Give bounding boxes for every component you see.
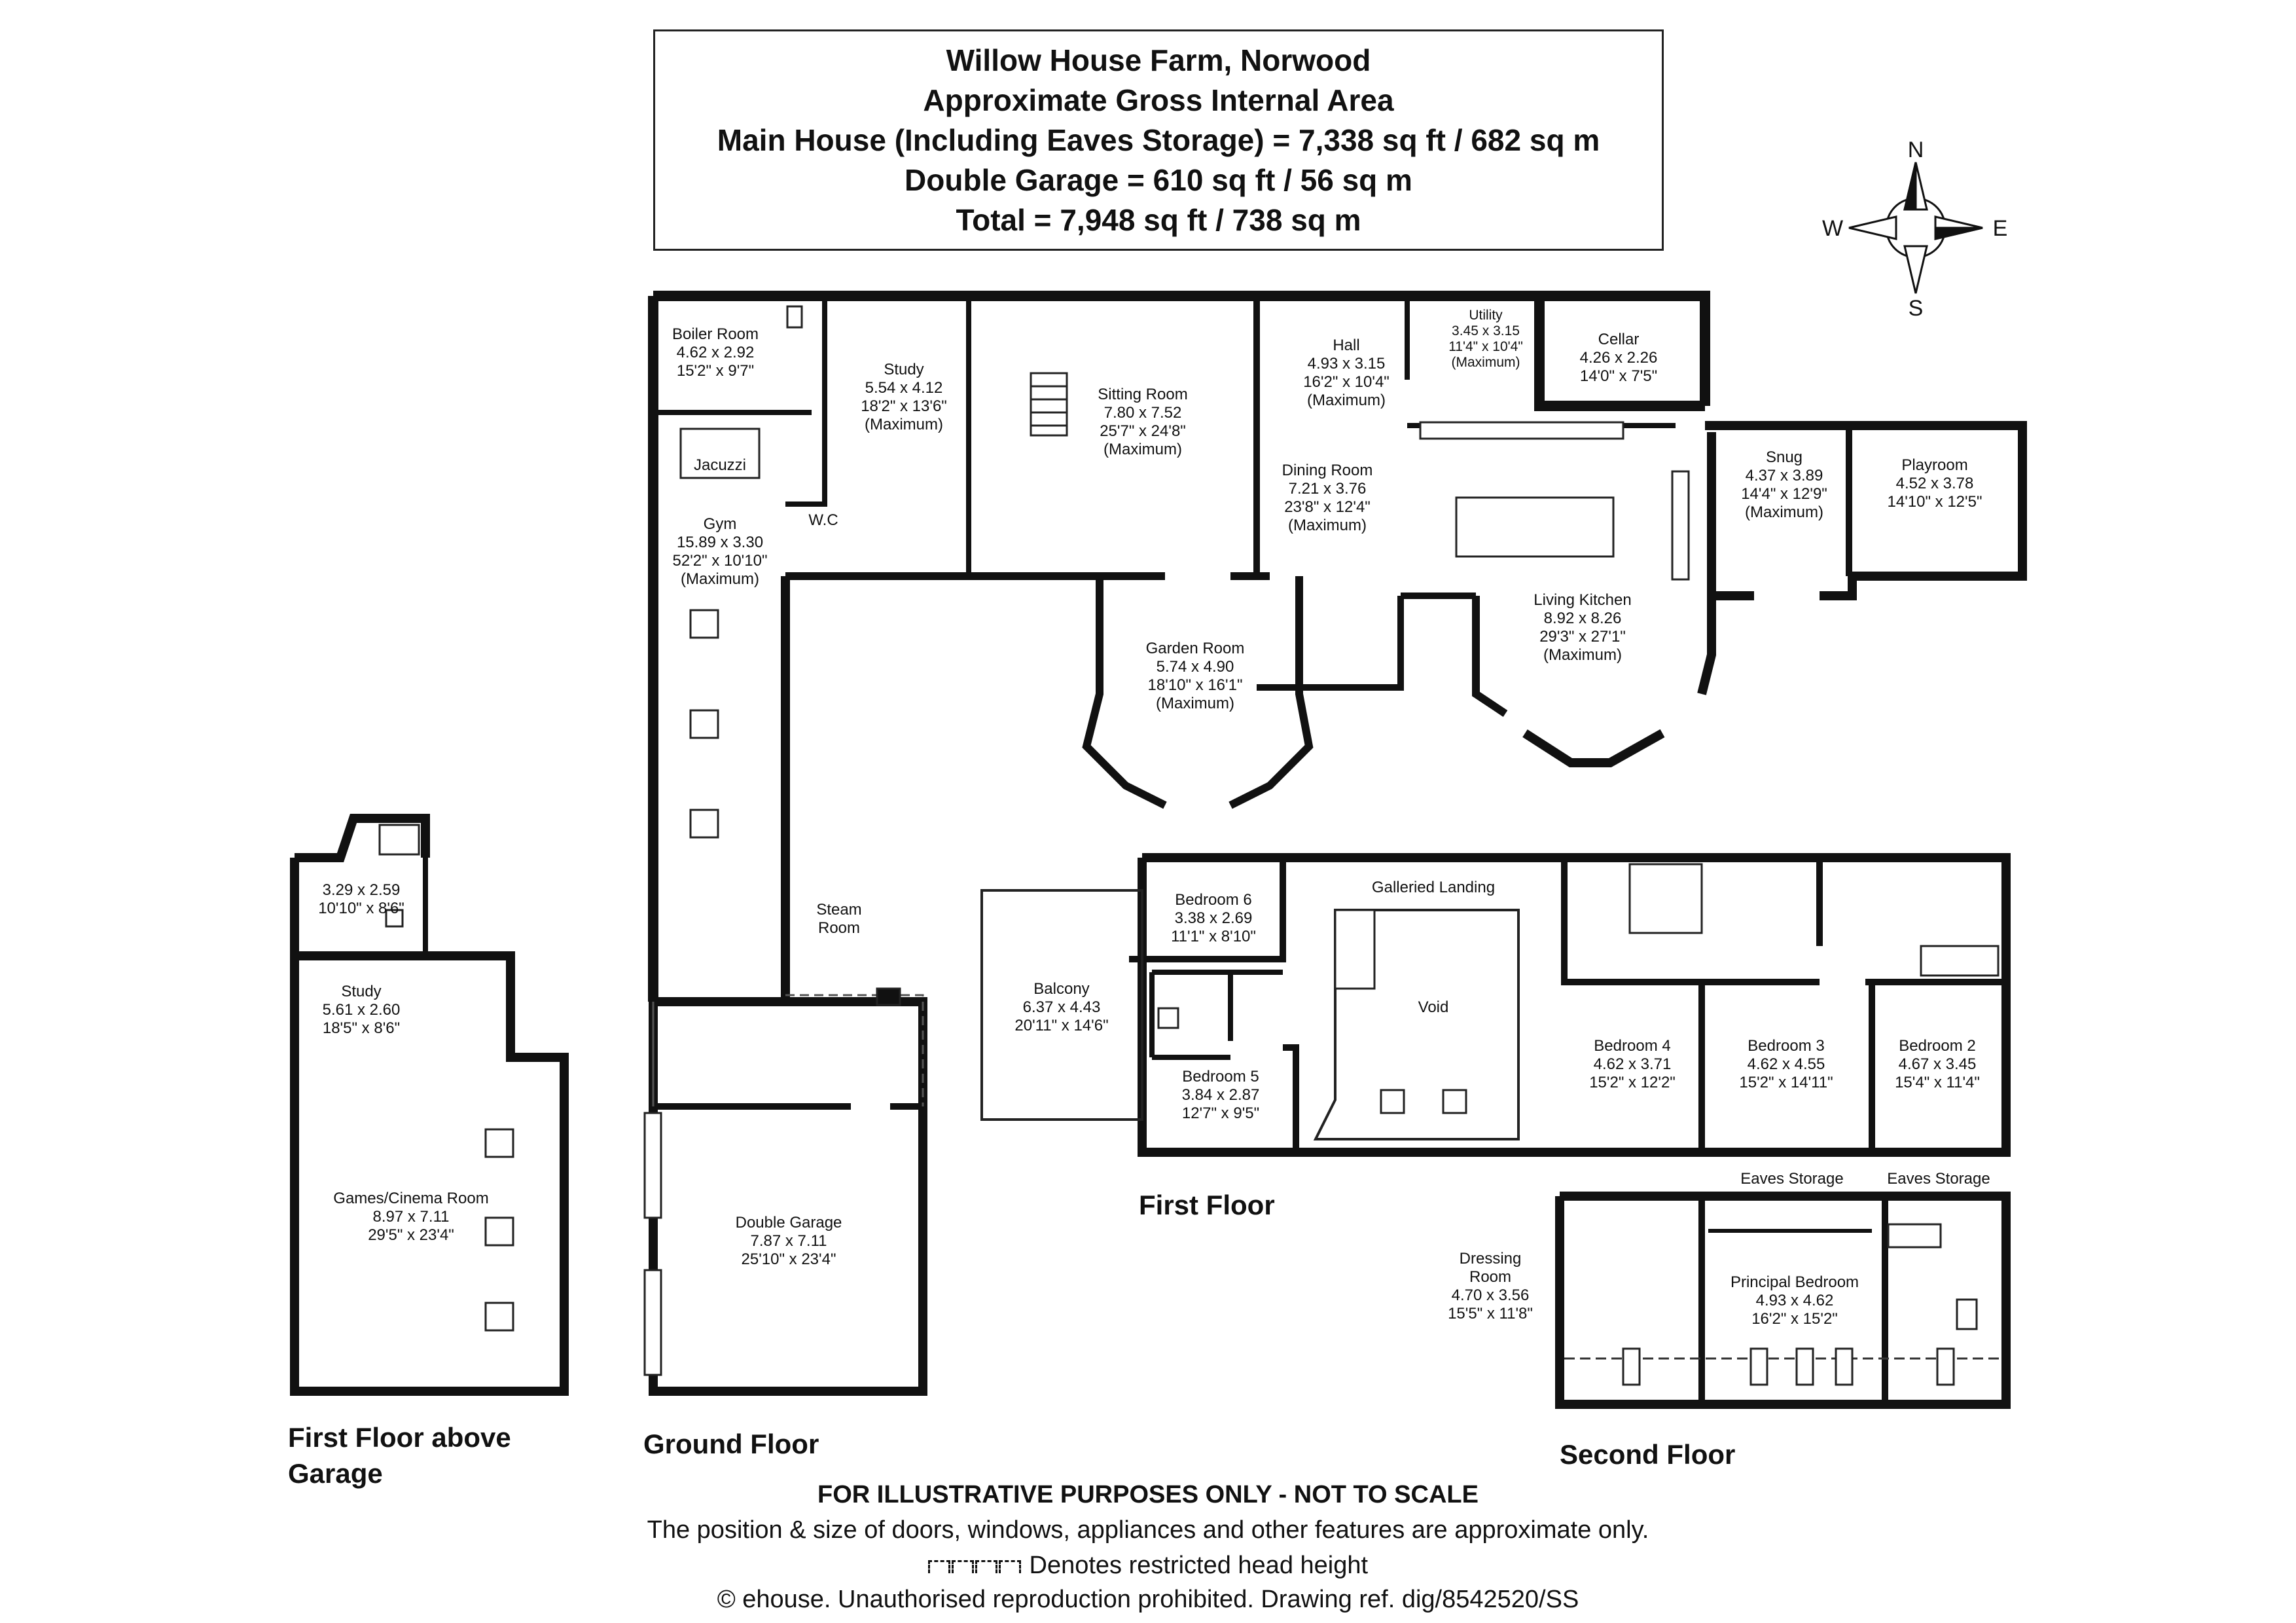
ground-fixtures xyxy=(643,305,1690,1376)
floor-light-icon xyxy=(1380,1089,1405,1114)
bath-icon xyxy=(1920,945,2000,977)
stairs-icon xyxy=(1334,909,1376,990)
dashed-line-icon xyxy=(998,1559,1021,1573)
floor-light-icon xyxy=(689,709,719,739)
head-height-text: Denotes restricted head height xyxy=(1029,1552,1369,1579)
shower-icon xyxy=(1157,1007,1179,1029)
floor-title-first: First Floor xyxy=(1139,1190,1275,1220)
disclaimer-heading: FOR ILLUSTRATIVE PURPOSES ONLY - NOT TO … xyxy=(817,1481,1479,1508)
above-garage-fixtures xyxy=(378,824,514,1332)
void-label: Void xyxy=(1418,998,1449,1016)
compass-w: W xyxy=(1822,216,1843,241)
dashed-line-icon xyxy=(975,1559,997,1573)
garage-area: Double Garage = 610 sq ft / 56 sq m xyxy=(905,162,1412,197)
copyright-text: © ehouse. Unauthorised reproduction proh… xyxy=(717,1586,1579,1613)
jacuzzi-label: Jacuzzi xyxy=(694,456,746,474)
floor-title-ground: Ground Floor xyxy=(643,1429,819,1459)
void-outline xyxy=(1313,909,1520,1140)
main-house-area: Main House (Including Eaves Storage) = 7… xyxy=(717,122,1600,157)
floor-light-icon xyxy=(689,809,719,839)
compass-e: E xyxy=(1993,216,2008,241)
kitchen-island-icon xyxy=(1455,496,1615,558)
balcony-outline xyxy=(980,889,1143,1121)
floor-light-icon xyxy=(484,1128,514,1158)
compass-icon xyxy=(1848,162,1983,294)
first-floor-fixtures xyxy=(1157,863,2000,1114)
jacuzzi-icon xyxy=(679,428,761,479)
floor-title-above-garage-2: Garage xyxy=(288,1458,383,1489)
wc-label: W.C xyxy=(808,511,838,529)
area-header: Willow House Farm, Norwood Approximate G… xyxy=(653,29,1664,251)
canopy-outline xyxy=(785,994,924,1106)
eaves-storage-label: Eaves Storage xyxy=(1740,1170,1843,1188)
stairs-icon xyxy=(1628,863,1703,934)
boiler-icon xyxy=(786,305,803,329)
galleried-landing-label: Galleried Landing xyxy=(1372,879,1495,896)
above-garage-walls xyxy=(290,814,569,1396)
floor-title-second: Second Floor xyxy=(1560,1439,1735,1470)
dashed-line-icon xyxy=(951,1559,974,1573)
garage-door-icon xyxy=(643,1112,662,1219)
floor-title-above-garage: First Floor above xyxy=(288,1422,511,1453)
property-title: Willow House Farm, Norwood xyxy=(946,43,1371,77)
floor-light-icon xyxy=(484,1216,514,1247)
total-area: Total = 7,948 sq ft / 738 sq m xyxy=(956,202,1361,237)
compass-s: S xyxy=(1909,296,1924,321)
first-floor-walls xyxy=(1129,853,2011,1157)
stairs-icon xyxy=(378,824,420,856)
kitchen-worktop-icon xyxy=(1419,421,1624,440)
bath-icon xyxy=(1887,1223,1942,1249)
floor-light-icon xyxy=(689,609,719,639)
dashed-line-icon xyxy=(927,1559,950,1573)
disclaimer-text: The position & size of doors, windows, a… xyxy=(647,1516,1649,1544)
kitchen-counter-icon xyxy=(1671,470,1690,581)
second-floor-fixtures xyxy=(1622,1223,1978,1386)
compass-n: N xyxy=(1908,137,1924,162)
ground-floor-walls xyxy=(648,291,2027,1396)
floor-light-icon xyxy=(1442,1089,1467,1114)
garage-door-icon xyxy=(643,1269,662,1376)
second-floor-walls xyxy=(1555,1192,2011,1409)
floor-light-icon xyxy=(484,1302,514,1332)
area-subtitle: Approximate Gross Internal Area xyxy=(923,82,1394,117)
eaves-storage-label: Eaves Storage xyxy=(1887,1170,1990,1188)
head-height-legend: Denotes restricted head height xyxy=(0,1552,2296,1580)
flue-icon xyxy=(876,987,901,1006)
